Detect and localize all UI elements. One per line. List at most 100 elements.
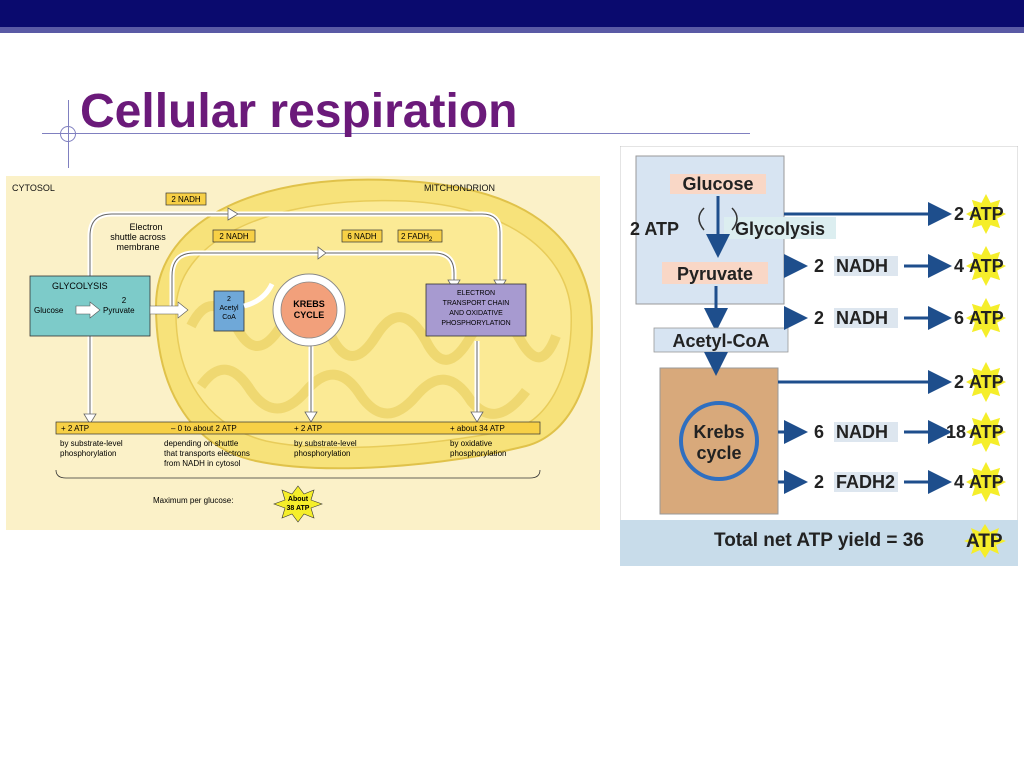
nadh-2-label: 2 NADH xyxy=(219,232,249,241)
row-mid-bg-2 xyxy=(834,308,898,328)
pyruvate-label: Pyruvate xyxy=(103,306,135,315)
nadh-box-6 xyxy=(341,229,383,243)
row-mid-num-5: 2 xyxy=(814,472,824,492)
about-38-burst xyxy=(273,485,323,523)
max-per-glucose: Maximum per glucose: xyxy=(153,496,233,505)
krebs-line-1-right: Krebs xyxy=(693,422,744,442)
etc-line-2: TRANSPORT CHAIN xyxy=(443,300,510,307)
right-atp-yield-diagram: Glucose Glycolysis 2 ATP Pyruvate Acetyl… xyxy=(620,146,1018,566)
row-out-atp-0: ATP xyxy=(969,204,1004,224)
top-banner-stripe xyxy=(0,27,1024,33)
krebs-cycle-ring-right xyxy=(679,401,759,481)
etc-box xyxy=(425,283,527,337)
arrow-mid xyxy=(317,246,327,260)
etc-line-3: AND OXIDATIVE xyxy=(449,310,503,317)
mitochondrion-label: MITCHONDRION xyxy=(424,183,495,193)
note-4-line-1: by oxidative xyxy=(450,439,493,448)
shuttle-line-2: shuttle across xyxy=(110,232,166,242)
left-respiration-diagram: CYTOSOL MITCHONDRION 2 NADH Electron shu… xyxy=(6,176,600,530)
arrow-etc-down xyxy=(470,411,484,423)
pyruvate-to-acetyl-arrow xyxy=(149,301,189,319)
atp-burst-1 xyxy=(966,246,1006,286)
note-2-line-3: from NADH in cytosol xyxy=(164,459,241,468)
acetyl-to-krebs xyxy=(243,282,275,309)
glycolysis-label: GLYCOLYSIS xyxy=(52,281,108,291)
glucose-label: Glucose xyxy=(34,306,64,315)
note-1-line-1: by substrate-level xyxy=(60,439,123,448)
acetyl-coa-box xyxy=(213,290,245,332)
etc-line-1: ELECTRON xyxy=(457,290,495,297)
fadh-label: 2 FADH2 xyxy=(401,232,433,243)
row-mid-num-4: 6 xyxy=(814,422,824,442)
row-out-atp-4: ATP xyxy=(969,422,1004,442)
yield-2: – 0 to about 2 ATP xyxy=(171,424,237,433)
note-4-line-2: phosphorylation xyxy=(450,449,506,458)
row-out-num-4: 18 xyxy=(946,422,966,442)
two-atp-left: 2 ATP xyxy=(630,219,679,239)
atp-burst-4 xyxy=(966,412,1006,452)
total-yield-label: Total net ATP yield = 36 xyxy=(714,530,924,551)
row-out-num-1: 4 xyxy=(954,256,964,276)
row-mid-bg-4 xyxy=(834,422,898,442)
glycolysis-box-right xyxy=(724,217,836,239)
row-out-num-2: 6 xyxy=(954,308,964,328)
row-mid-num-1: 2 xyxy=(814,256,824,276)
atp-burst-3 xyxy=(966,362,1006,402)
total-atp-word: ATP xyxy=(966,531,1003,552)
row-mid-label-4: NADH xyxy=(836,422,888,442)
row-mid-bg-5 xyxy=(834,472,898,492)
glucose-arrow xyxy=(75,301,101,319)
shuttle-line-3: membrane xyxy=(116,242,159,252)
arrow-shuttle xyxy=(227,207,239,221)
row-out-atp-5: ATP xyxy=(969,472,1004,492)
arrow-glycolysis-down xyxy=(83,413,97,425)
note-1-line-2: phosphorylation xyxy=(60,449,116,458)
etc-line-4: PHOSPHORYLATION xyxy=(441,320,510,327)
nadh-6-label: 6 NADH xyxy=(347,232,377,241)
row-out-atp-1: ATP xyxy=(969,256,1004,276)
total-bar-bg xyxy=(620,520,1018,566)
note-2-line-1: depending on shuttle xyxy=(164,439,239,448)
acetyl-line-3: CoA xyxy=(222,314,236,321)
row-out-atp-2: ATP xyxy=(969,308,1004,328)
acetyl-line-2: Acetyl xyxy=(219,305,239,312)
top-banner xyxy=(0,0,1024,27)
title-underline xyxy=(42,133,750,134)
yield-1: + 2 ATP xyxy=(61,424,89,433)
shuttle-line-1: Electron xyxy=(129,222,162,232)
krebs-cycle-circle xyxy=(280,281,338,339)
glucose-box xyxy=(670,174,766,194)
note-3-line-1: by substrate-level xyxy=(294,439,357,448)
total-atp-burst xyxy=(964,524,1006,558)
atp-loop-left xyxy=(698,207,705,231)
note-3-line-2: phosphorylation xyxy=(294,449,350,458)
glycolysis-label-right: Glycolysis xyxy=(735,219,825,239)
row-out-atp-3: ATP xyxy=(969,372,1004,392)
row-mid-bg-1 xyxy=(834,256,898,276)
cytosol-label: CYTOSOL xyxy=(12,183,55,193)
krebs-line-2-right: cycle xyxy=(696,443,741,463)
note-2-line-2: that transports electrons xyxy=(164,449,250,458)
yield-3: + 2 ATP xyxy=(294,424,322,433)
glycolysis-two: 2 xyxy=(122,296,127,305)
atp-yield-bar xyxy=(55,421,541,435)
about-line-2: 38 ATP xyxy=(287,505,310,512)
row-out-num-5: 4 xyxy=(954,472,964,492)
nadh-box-top xyxy=(165,192,207,206)
glucose-label-right: Glucose xyxy=(682,174,753,194)
crosshair-icon xyxy=(60,126,76,142)
row-out-num-3: 2 xyxy=(954,372,964,392)
row-mid-label-5: FADH2 xyxy=(836,472,895,492)
atp-burst-5 xyxy=(966,462,1006,502)
atp-burst-0 xyxy=(966,194,1006,234)
arrow-krebs-down xyxy=(304,411,318,423)
fadh-box xyxy=(397,229,443,243)
atp-burst-2 xyxy=(966,298,1006,338)
yield-4: + about 34 ATP xyxy=(450,424,505,433)
nadh-top-label: 2 NADH xyxy=(171,195,201,204)
about-line-1: About xyxy=(288,496,309,503)
krebs-line-1: KREBS xyxy=(293,299,325,309)
acetyl-line-1: 2 xyxy=(227,296,231,303)
pyruvate-label-right: Pyruvate xyxy=(677,264,753,284)
row-mid-label-2: NADH xyxy=(836,308,888,328)
